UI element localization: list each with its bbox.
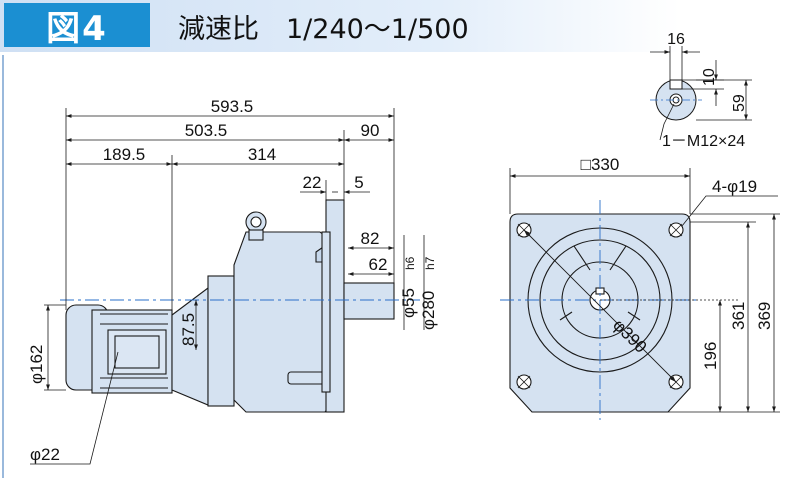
side-view: [60, 199, 420, 413]
dim-motor-dia: φ162: [27, 345, 46, 384]
shaft-end-detail: [650, 79, 702, 121]
front-view: [500, 200, 700, 420]
dim-body-length: 503.5: [185, 121, 228, 140]
dim-spigot-tol: h7: [423, 256, 437, 270]
dim-motor-length: 189.5: [103, 145, 146, 164]
dim-flange-square: □330: [581, 155, 620, 174]
terminal-box: [107, 329, 167, 375]
output-shaft: [343, 282, 395, 320]
dim-gear-length: 314: [248, 145, 276, 164]
dim-shaft-dia: φ55: [399, 288, 418, 318]
figure-header: 図4 減速比 1/240～1/500: [0, 0, 800, 52]
dim-shaft-length: 90: [361, 121, 380, 140]
keyway: [669, 79, 683, 90]
dim-overall-length: 593.5: [211, 97, 254, 116]
dim-key-width: 16: [667, 31, 685, 48]
dim-center-height: 196: [701, 342, 720, 370]
dim-bolt-holes: 4-φ19: [712, 177, 757, 196]
dim-flange-22: 22: [303, 173, 322, 192]
dim-motor-offset: 87.5: [179, 313, 198, 346]
dim-flange-height-369: 369: [755, 302, 774, 330]
horizontal-dimensions: [30, 108, 425, 465]
figure-title: 減速比 1/240～1/500: [178, 14, 469, 45]
shaft-end-labels: 16 10 59 1－M12×24: [662, 31, 748, 150]
dim-shaft-tol: h6: [403, 256, 417, 270]
figure-badge: 図4: [4, 3, 150, 49]
dim-spigot-dia: φ280: [419, 291, 438, 330]
shaft-end-dimensions: [650, 46, 752, 141]
front-dimensions: [509, 168, 780, 413]
dim-flange-height-361: 361: [729, 302, 748, 330]
dim-key-depth: 10: [701, 68, 718, 86]
dim-shaft-62: 62: [369, 255, 388, 274]
dim-key-height: 59: [731, 94, 748, 112]
side-view-labels: 593.5 503.5 90 189.5 314 22 5 82 62 φ55 …: [27, 97, 438, 464]
dim-shaft-82: 82: [361, 229, 380, 248]
dim-cable-dia: φ22: [30, 445, 60, 464]
dim-flange-5: 5: [354, 173, 363, 192]
dim-tap: 1－M12×24: [662, 133, 745, 150]
